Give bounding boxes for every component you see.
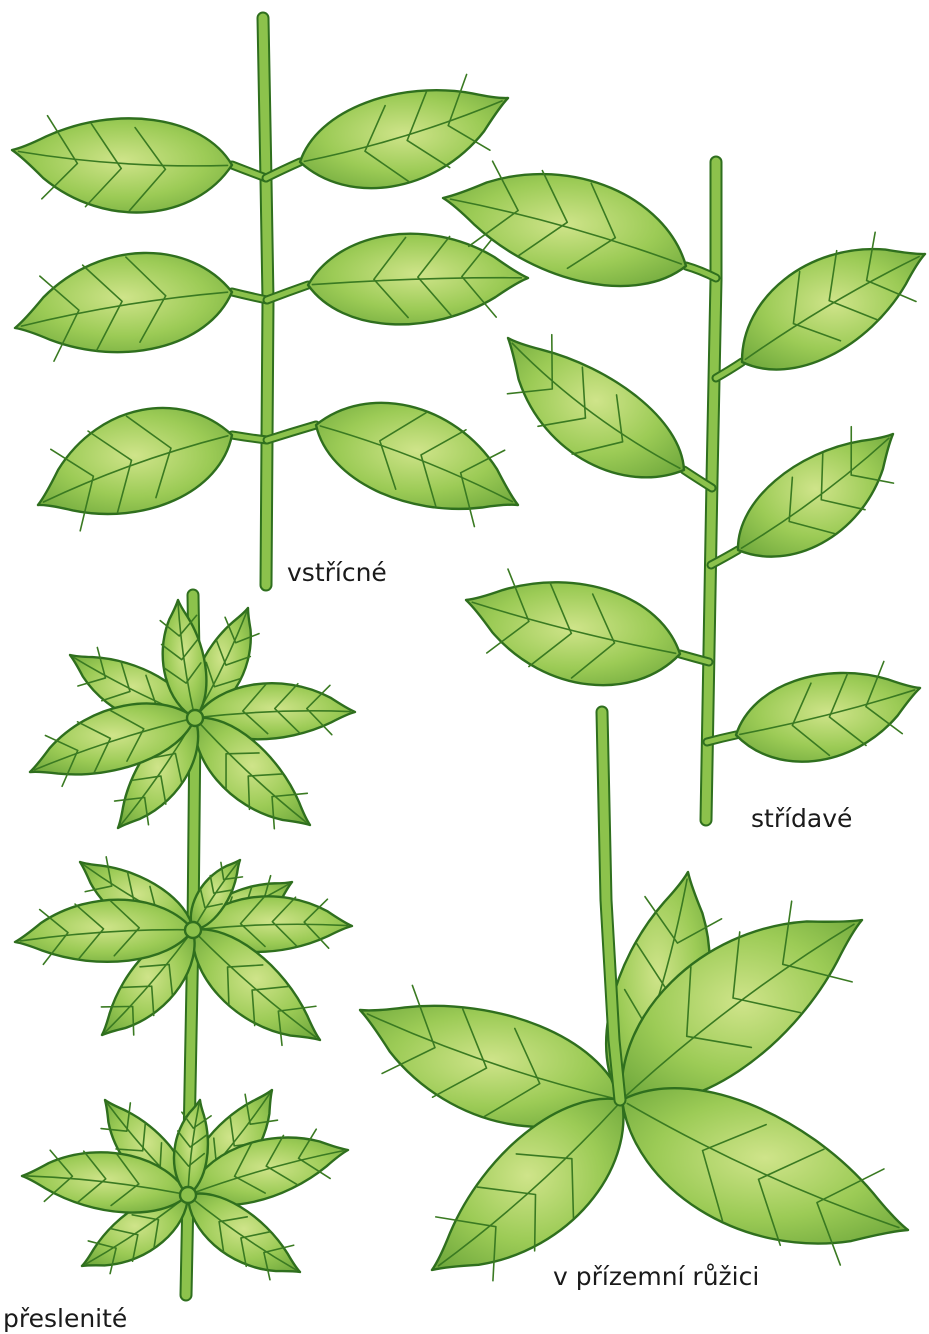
whorled-arrangement-plant <box>15 595 355 1295</box>
opposite-leaf <box>300 90 508 188</box>
alternate-leaf <box>466 582 680 685</box>
opposite-arrangement-plant <box>12 18 528 585</box>
whorl-3-node <box>180 1187 196 1203</box>
opposite-leaf <box>15 253 232 352</box>
rosette-arrangement-plant <box>360 712 908 1281</box>
label-rosette: v přízemní růžici <box>553 1264 759 1289</box>
rosette-leaf <box>622 1088 908 1243</box>
whorl-2-node <box>185 922 201 938</box>
whorl-1-node <box>187 710 203 726</box>
opposite-leaf <box>38 408 232 514</box>
opposite-petiole-fill <box>267 425 316 440</box>
alternate-leaf <box>736 673 920 762</box>
label-alternate: střídavé <box>751 806 852 831</box>
label-whorled: přeslenité <box>3 1306 127 1331</box>
alternate-arrangement-plant <box>443 161 925 820</box>
whorl-3-leaf <box>188 1194 300 1272</box>
label-opposite: vstřícné <box>287 560 387 585</box>
alternate-leaf <box>738 434 893 557</box>
